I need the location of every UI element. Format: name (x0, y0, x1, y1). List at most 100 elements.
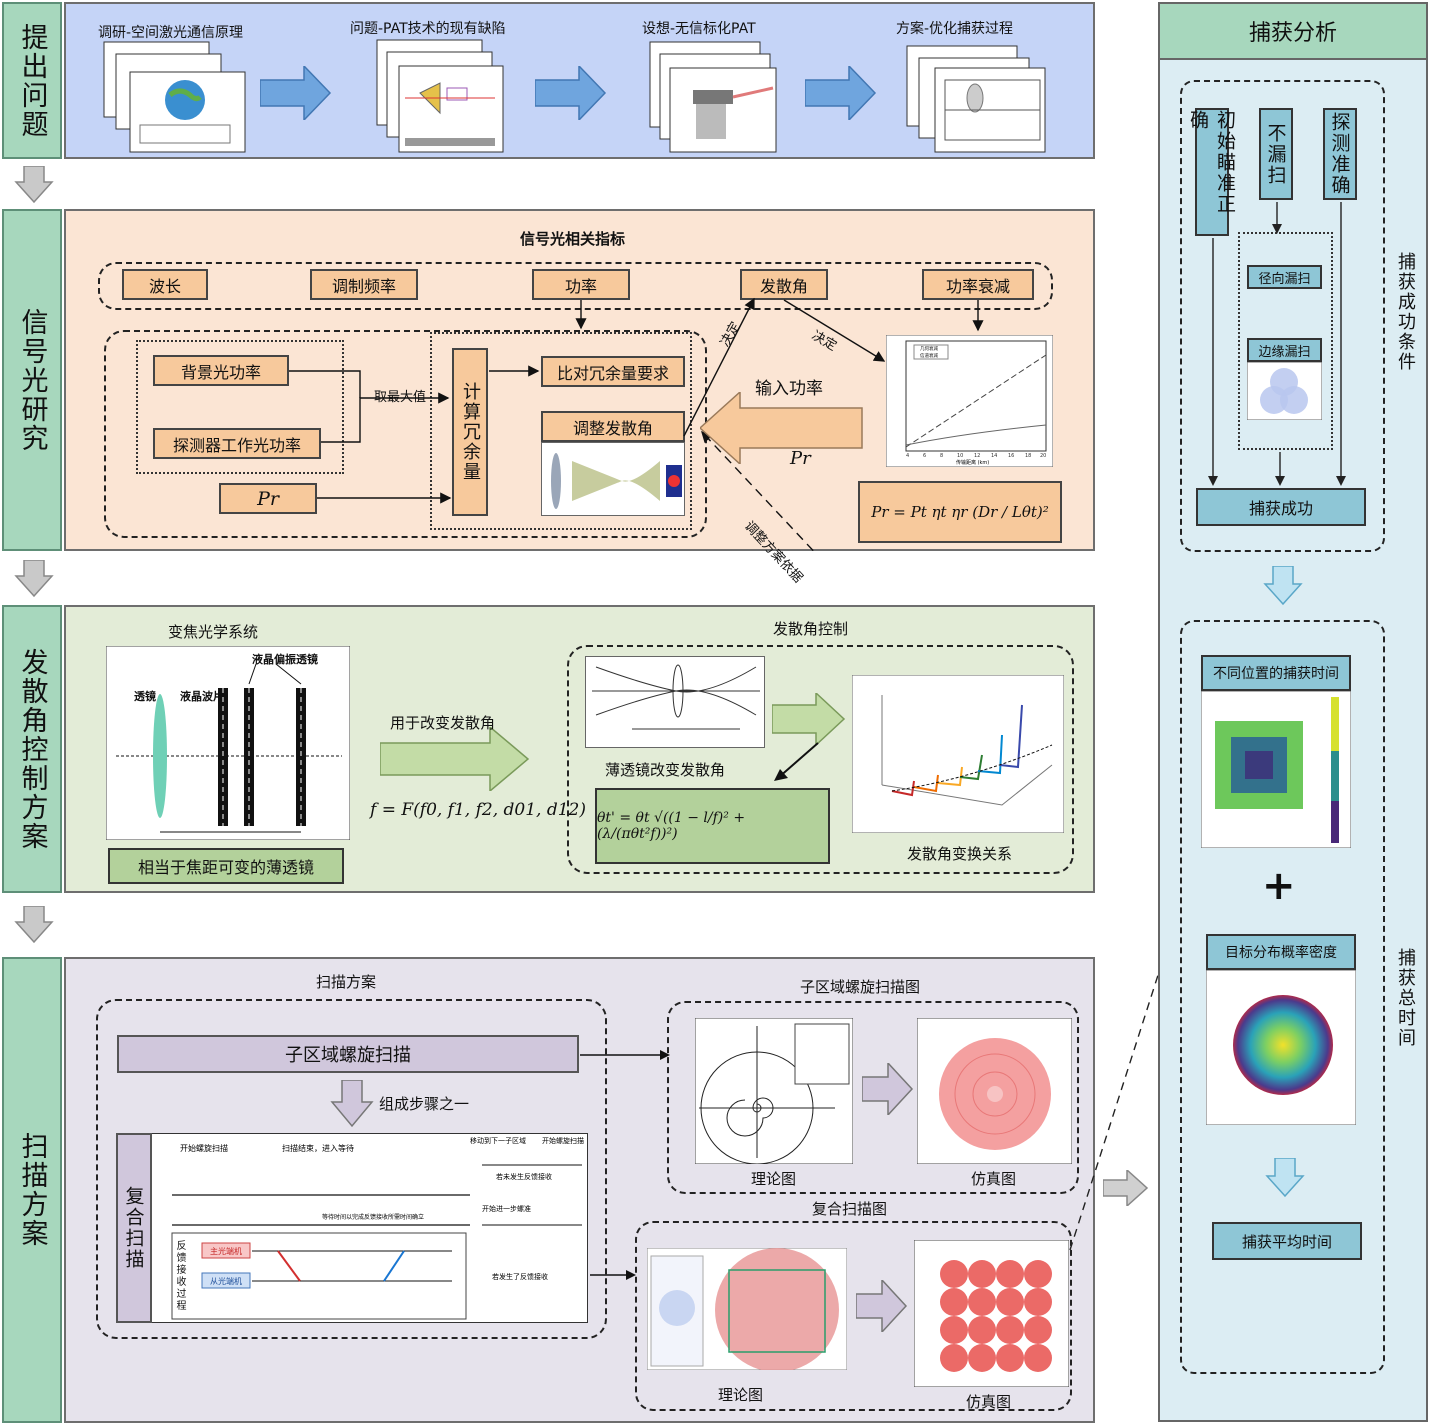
composite-theory-label: 理论图 (718, 1386, 764, 1404)
success-condition-label: 捕获成功条件 (1395, 252, 1416, 372)
scan-scheme-title: 扫描方案 (316, 973, 377, 991)
master-label: 主光端机 (210, 1246, 242, 1256)
connector-arrow (590, 1270, 636, 1280)
scan-scheme-group (96, 999, 607, 1339)
success-condition-group (1180, 80, 1385, 552)
background-power-box: 背景光功率 (153, 355, 289, 386)
green-right-arrow-icon (380, 727, 530, 791)
theta-formula-box: θt' = θt √((1 − l/f)² + (λ/(πθt²f))²) (595, 788, 830, 864)
research-thumbnails (103, 41, 246, 153)
right-arrow-icon (260, 66, 332, 120)
divergence-relation-label: 发散角变换关系 (907, 845, 1013, 863)
lens-label: 透镜 (134, 690, 156, 703)
compare-margin-box: 比对冗余量要求 (541, 356, 685, 387)
gray-right-arrow-icon (862, 1063, 914, 1115)
down-arrow-icon (1263, 566, 1303, 606)
step-plan-label: 方案-优化捕获过程 (896, 21, 1014, 37)
row-label-divergence: 发散角控制方案 (2, 605, 62, 893)
gray-right-arrow-icon (1103, 1170, 1149, 1206)
down-arrow-icon (14, 166, 54, 204)
signal-metrics-title: 信号光相关指标 (520, 230, 626, 248)
equivalent-lens-box: 相当于焦距可变的薄透镜 (108, 848, 344, 884)
legend-geo: 几何衰减 (920, 345, 938, 352)
spiral-sim-image (917, 1018, 1072, 1164)
compute-group (430, 332, 692, 530)
zoom-optics-diagram (106, 646, 350, 840)
composite-timeline: 主光端机 从光端机 开始螺旋扫描 扫描结束，进入等待 移动到下一子区域 开始螺旋… (171, 1136, 584, 1320)
divergence-3d-chart (852, 675, 1064, 833)
time-position-box: 不同位置的捕获时间 (1201, 655, 1351, 691)
divergence-control-group (567, 645, 1074, 874)
metric-divergence: 发散角 (740, 269, 828, 300)
metric-modulation: 调制频率 (310, 269, 418, 300)
input-power-label: 输入功率 (755, 379, 823, 399)
right-arrow-icon (535, 66, 607, 120)
chart-xlabel: 传输距离 (km) (956, 459, 989, 466)
pr-box: Pr (219, 483, 317, 514)
input-power-arrow-icon (700, 392, 863, 464)
composite-sim-label: 仿真图 (966, 1393, 1012, 1411)
pr-arrow-label: Pr (790, 448, 811, 469)
lc-pol-label: 液晶偏振透镜 (252, 653, 318, 666)
step-of-label: 组成步骤之一 (379, 1095, 470, 1113)
svg-text:20: 20 (1040, 453, 1046, 459)
down-arrow-icon (1265, 1158, 1305, 1198)
avg-time-box: 捕获平均时间 (1212, 1222, 1362, 1260)
row-label-problem: 提出问题 (2, 2, 62, 159)
metric-wavelength: 波长 (122, 269, 208, 300)
capture-title: 捕获分析 (1158, 2, 1428, 60)
step-idea-label: 设想-无信标化PAT (642, 21, 756, 37)
tl-move: 移动到下一子区域 (470, 1136, 526, 1145)
condition-detect: 探测准确 (1323, 108, 1357, 200)
capture-time-group (1180, 620, 1385, 1374)
edge-miss-image (1247, 362, 1322, 420)
radial-miss-box: 径向漏扫 (1247, 265, 1322, 289)
problem-thumbnails (376, 39, 504, 153)
green-right-arrow-icon (772, 693, 846, 745)
lc-wave-label: 液晶波片 (180, 690, 224, 703)
tl-no-feedback: 若未发生反馈接收 (496, 1172, 552, 1181)
plus-sign: + (1262, 863, 1296, 909)
power-group (136, 340, 344, 474)
capture-success-box: 捕获成功 (1196, 488, 1366, 526)
f-formula: f = F(f0, f1, f2, d01, d12) (370, 800, 586, 820)
composite-scan-label: 复合扫描 (116, 1133, 152, 1323)
spiral-theory-image (695, 1018, 853, 1164)
tl-end: 扫描结束，进入等待 (282, 1143, 354, 1153)
svg-text:4: 4 (906, 453, 909, 459)
detector-power-box: 探测器工作光功率 (153, 428, 321, 459)
miss-group (1238, 232, 1333, 450)
spiral-sim-label: 仿真图 (971, 1170, 1017, 1188)
tl-feedback: 若发生了反馈接收 (492, 1272, 548, 1281)
svg-text:6: 6 (923, 453, 926, 459)
tl-align: 开始进一步螺准 (482, 1204, 531, 1213)
metric-attenuation: 功率衰减 (922, 269, 1034, 300)
row-label-scan: 扫描方案 (2, 957, 62, 1423)
svg-text:8: 8 (940, 453, 943, 459)
svg-text:18: 18 (1025, 453, 1031, 459)
composite-map-title: 复合扫描图 (812, 1200, 888, 1218)
zoom-system-title: 变焦光学系统 (168, 623, 259, 641)
divergence-control-title: 发散角控制 (773, 620, 849, 638)
idea-thumbnails (649, 41, 777, 153)
condition-aim: 初始瞄准正确 (1187, 108, 1236, 236)
svg-text:16: 16 (1008, 453, 1014, 459)
capture-arrows (1208, 202, 1346, 486)
right-arrow-icon (805, 66, 877, 120)
thin-lens-label: 薄透镜改变发散角 (605, 761, 726, 779)
chart-xticks: 4 6 8 10 12 14 16 18 20 (906, 453, 1046, 459)
svg-text:14: 14 (991, 453, 997, 459)
slave-label: 从光端机 (210, 1276, 242, 1286)
connector-arrow (580, 1050, 670, 1060)
plan-thumbnails (906, 45, 1046, 153)
spiral-theory-label: 理论图 (751, 1170, 797, 1188)
tl-restart: 开始螺旋扫描 (542, 1136, 584, 1145)
edge-miss-box: 边缘漏扫 (1247, 338, 1322, 362)
diag-arrow-icon (774, 742, 819, 781)
svg-text:12: 12 (974, 453, 980, 459)
down-arrow-icon (14, 906, 54, 944)
total-time-label: 捕获总时间 (1395, 948, 1416, 1048)
step-research-label: 调研-空间激光通信原理 (98, 25, 244, 41)
svg-text:10: 10 (957, 453, 963, 459)
capture-time-heatmap (1201, 691, 1351, 848)
